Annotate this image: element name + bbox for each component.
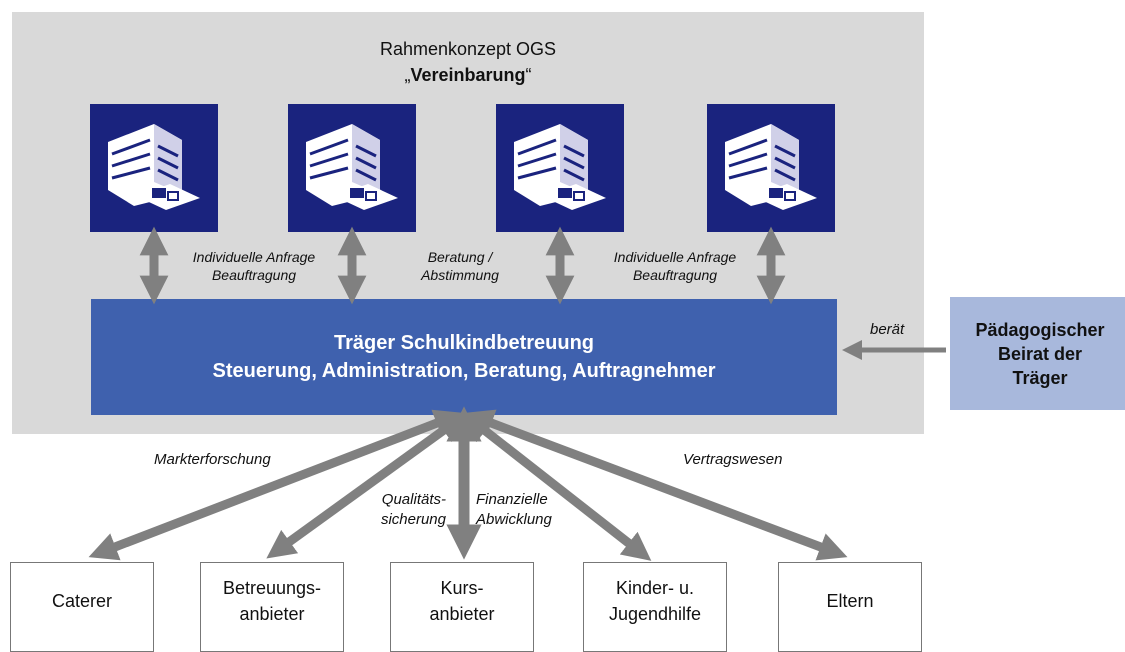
box-eltern: Eltern — [778, 562, 922, 652]
box-kursanbieter: Kurs-anbieter — [390, 562, 534, 652]
traeger-title: Träger Schulkindbetreuung — [333, 332, 595, 354]
label-vertragswesen: Vertragswesen — [683, 451, 783, 468]
box-caterer: Caterer — [10, 562, 154, 652]
arrow-betreuung — [266, 413, 467, 559]
label-qualitaetssicherung: Qualitäts-sicherung — [380, 491, 446, 528]
school-icon-3 — [496, 104, 624, 232]
beirat-line-2: Beirat der — [997, 343, 1083, 364]
label-beraet: berät — [870, 321, 905, 338]
label-markterforschung: Markterforschung — [154, 451, 271, 468]
school-icon-1 — [90, 104, 218, 232]
arrow-kinder — [462, 413, 652, 561]
traeger-roles: Steuerung, Administration, Beratung, Auf… — [212, 360, 716, 382]
traeger-box: Träger Schulkindbetreuung Steuerung, Adm… — [91, 299, 837, 415]
arrow-caterer — [88, 409, 464, 561]
box-betreuungsanbieter: Betreuungs-anbieter — [200, 562, 344, 652]
label-beratung: Beratung /Abstimmung — [421, 249, 499, 283]
box-kinder-jugendhilfe: Kinder- u.Jugendhilfe — [583, 562, 727, 652]
beirat-box: Pädagogischer Beirat der Träger — [950, 297, 1125, 410]
diagram-title: Rahmenkonzept OGS — [379, 39, 557, 59]
arrow-eltern — [464, 409, 848, 561]
diagram-subtitle: „Vereinbarung“ — [404, 65, 532, 85]
beirat-line-1: Pädagogischer — [975, 319, 1105, 340]
school-icon-4 — [707, 104, 835, 232]
school-icon-2 — [288, 104, 416, 232]
beirat-line-3: Träger — [1012, 367, 1068, 388]
